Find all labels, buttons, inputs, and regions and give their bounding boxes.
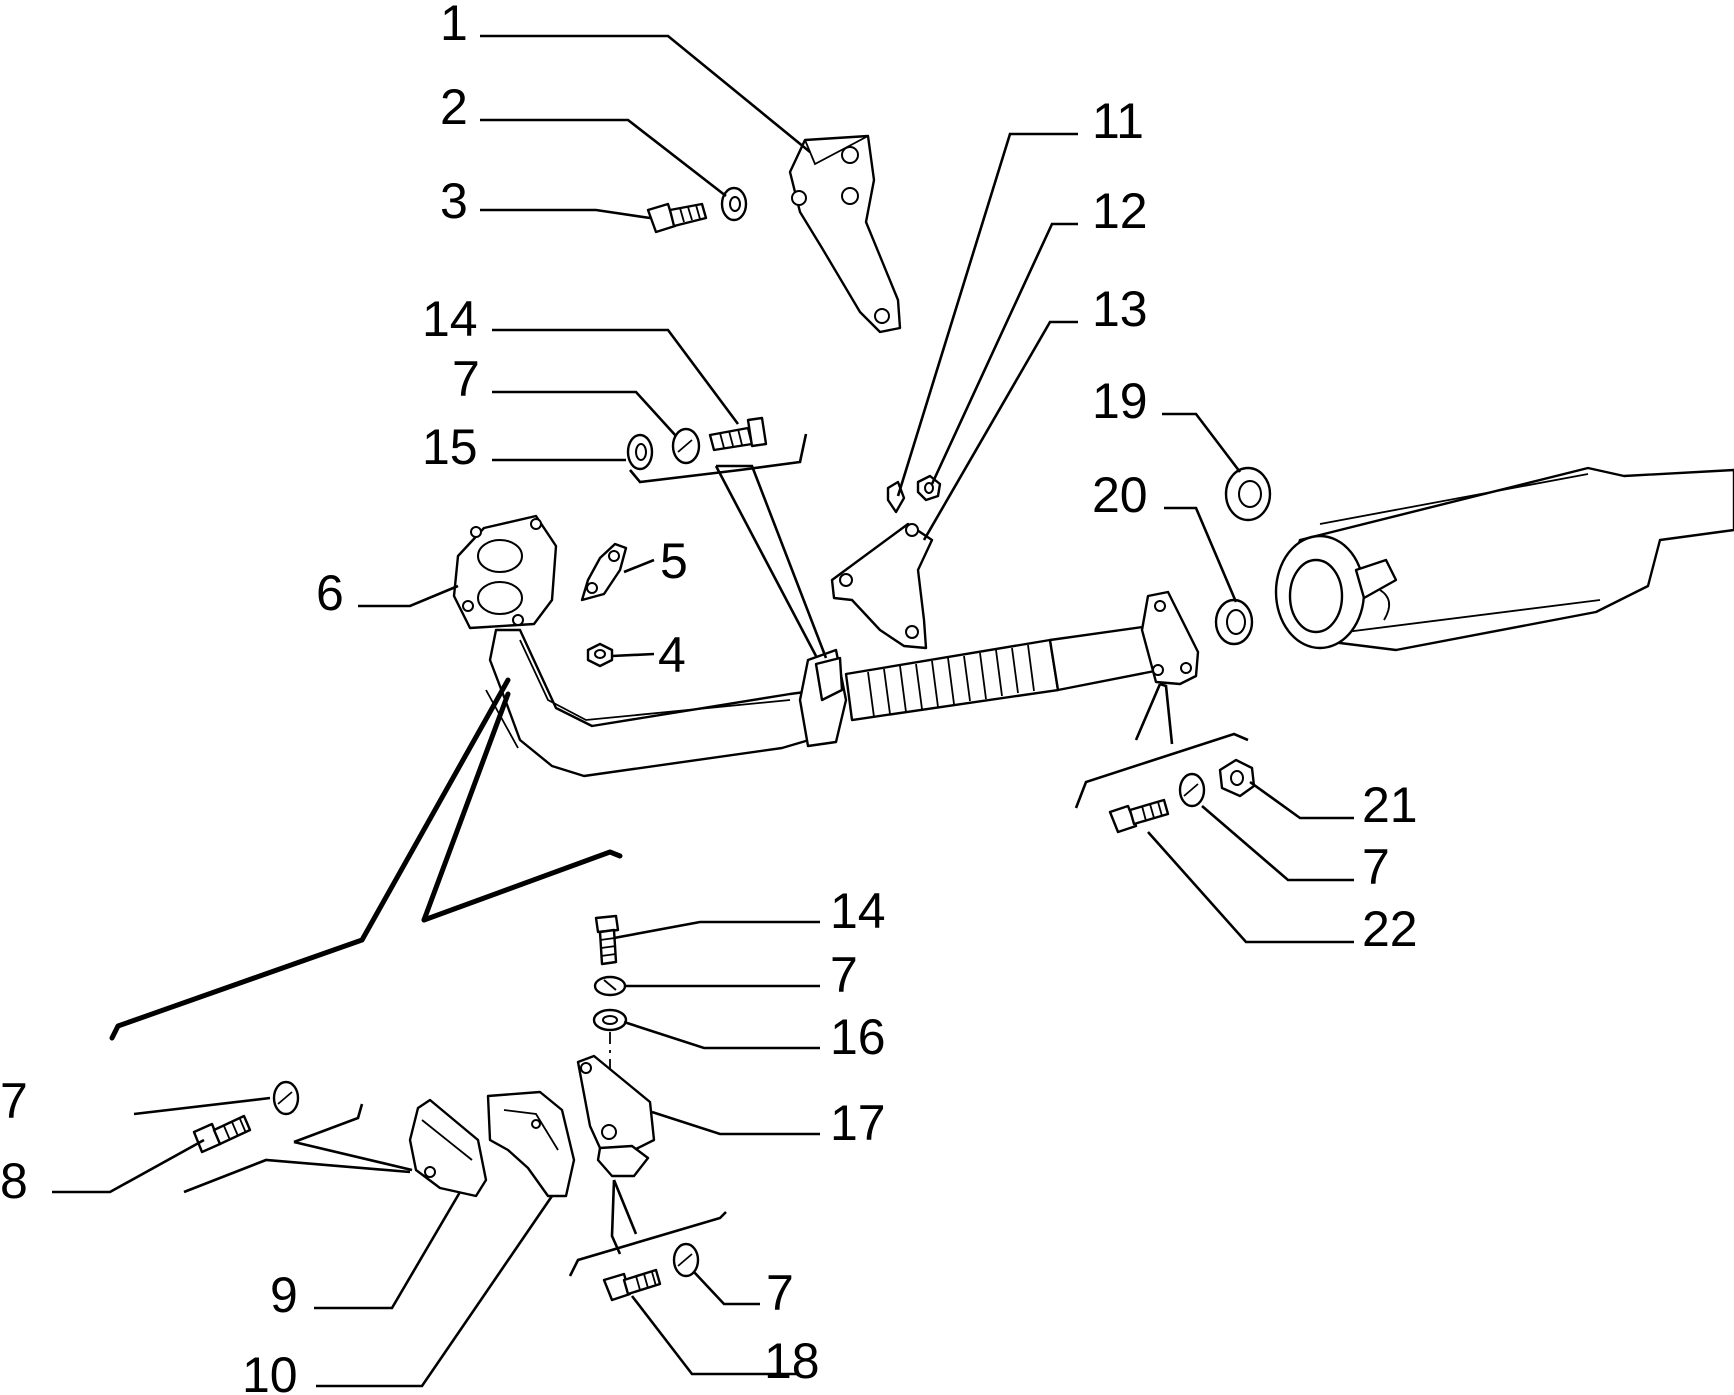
part-gasket-19 — [1224, 466, 1272, 522]
part-nut-12 — [916, 474, 942, 502]
part-plate-5 — [580, 542, 628, 602]
part-nut-4 — [586, 642, 614, 668]
part-shield-9 — [408, 1098, 488, 1198]
callout-18: 18 — [764, 1333, 820, 1389]
part-lockwasher-7-bottom — [672, 1242, 700, 1278]
callout-19: 19 — [1092, 373, 1148, 429]
part-washer-15 — [626, 433, 654, 471]
part-bolt-14-lower — [594, 914, 620, 966]
callout-16: 16 — [830, 1009, 886, 1065]
callout-3: 3 — [440, 173, 468, 229]
callout-17: 17 — [830, 1095, 886, 1151]
callout-6: 6 — [316, 565, 344, 621]
part-bolt-18 — [602, 1268, 662, 1302]
part-bracket-17 — [576, 1054, 656, 1178]
callout-9: 9 — [270, 1267, 298, 1323]
part-lockwasher-7-right — [1178, 772, 1206, 808]
callout-20: 20 — [1092, 467, 1148, 523]
part-lockwasher-7-upper — [671, 427, 701, 465]
callout-21: 21 — [1362, 777, 1418, 833]
assembly-lines — [109, 433, 1249, 1277]
callout-11: 11 — [1092, 93, 1144, 149]
part-muffler — [1274, 466, 1734, 652]
callout-2: 2 — [440, 79, 468, 135]
part-bracket-1 — [788, 134, 902, 334]
callout-7-right: 7 — [1362, 839, 1390, 895]
part-front-pipe-6 — [452, 514, 1200, 778]
callout-22: 22 — [1362, 901, 1418, 957]
callout-14-lower: 14 — [830, 883, 886, 939]
callout-4: 4 — [658, 627, 686, 683]
part-lockwasher-7-left — [272, 1080, 300, 1116]
part-bolt-22 — [1108, 798, 1170, 834]
callout-labels: 1 2 3 4 5 6 7 7 7 7 7 8 9 10 11 12 13 14… — [0, 0, 1418, 1395]
part-bracket-13 — [830, 522, 934, 650]
part-washer-2 — [720, 186, 748, 222]
part-nut-21 — [1218, 758, 1256, 798]
part-gasket-20 — [1214, 598, 1254, 646]
callout-7-bottom: 7 — [766, 1265, 794, 1321]
callout-10: 10 — [242, 1347, 298, 1395]
callout-1: 1 — [440, 0, 468, 51]
leader-lines — [52, 34, 1354, 1388]
part-shield-10 — [486, 1090, 576, 1198]
callout-8: 8 — [0, 1153, 28, 1209]
callout-12: 12 — [1092, 183, 1148, 239]
callout-7-center: 7 — [830, 947, 858, 1003]
part-bolt-3 — [646, 202, 708, 234]
part-bolt-14-upper — [708, 416, 768, 452]
part-bolt-8 — [192, 1114, 252, 1154]
part-lockwasher-7-center — [593, 975, 627, 997]
callout-5: 5 — [660, 533, 688, 589]
part-washer-16 — [592, 1008, 628, 1032]
callout-7-left: 7 — [0, 1073, 28, 1129]
callout-14-upper: 14 — [422, 291, 478, 347]
callout-13: 13 — [1092, 281, 1148, 337]
callout-15: 15 — [422, 419, 478, 475]
callout-7-upper: 7 — [452, 351, 480, 407]
